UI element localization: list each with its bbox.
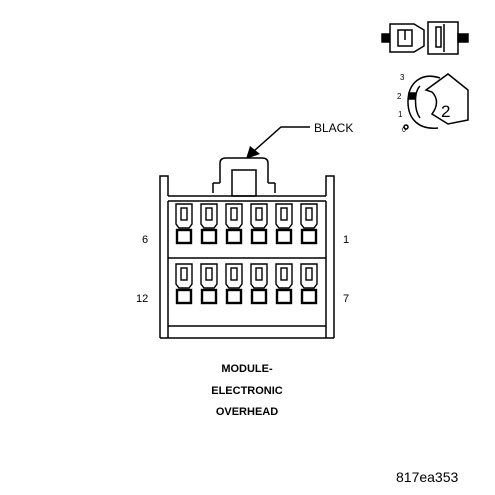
- connector-body: [159, 157, 335, 339]
- title-line-2: ELECTRONIC: [211, 385, 283, 397]
- figure-id: 817ea353: [396, 469, 459, 485]
- pin-label-7: 7: [343, 293, 349, 305]
- cavity-bottom-4: [250, 263, 268, 305]
- cavity-bottom-2: [200, 263, 218, 305]
- cavity-bottom-5: [275, 263, 293, 305]
- pin-label-6: 6: [142, 234, 148, 246]
- cavity-top-3: [225, 203, 243, 245]
- cavity-group: [175, 203, 318, 305]
- connector-color-label: BLACK: [314, 121, 353, 135]
- title-line-3: OVERHEAD: [216, 406, 278, 418]
- pin-label-12: 12: [136, 293, 148, 305]
- color-callout-arrow: [246, 126, 310, 159]
- key-position-1: 1: [398, 110, 403, 119]
- pin-label-1: 1: [343, 234, 349, 246]
- cavity-top-4: [250, 203, 268, 245]
- cavity-top-6: [300, 203, 318, 245]
- key-position-0: 0: [402, 127, 406, 134]
- cavity-top-1: [175, 203, 193, 245]
- cavity-top-5: [275, 203, 293, 245]
- cavity-top-2: [200, 203, 218, 245]
- cavity-bottom-3: [225, 263, 243, 305]
- key-number: 2: [441, 102, 450, 121]
- title-line-1: MODULE-: [221, 363, 273, 375]
- key-position-3: 3: [400, 73, 405, 82]
- key-position-icon: [403, 73, 469, 130]
- key-position-2: 2: [397, 92, 402, 101]
- cavity-bottom-6: [300, 263, 318, 305]
- connector-plug-icon: [381, 21, 469, 55]
- cavity-bottom-1: [175, 263, 193, 305]
